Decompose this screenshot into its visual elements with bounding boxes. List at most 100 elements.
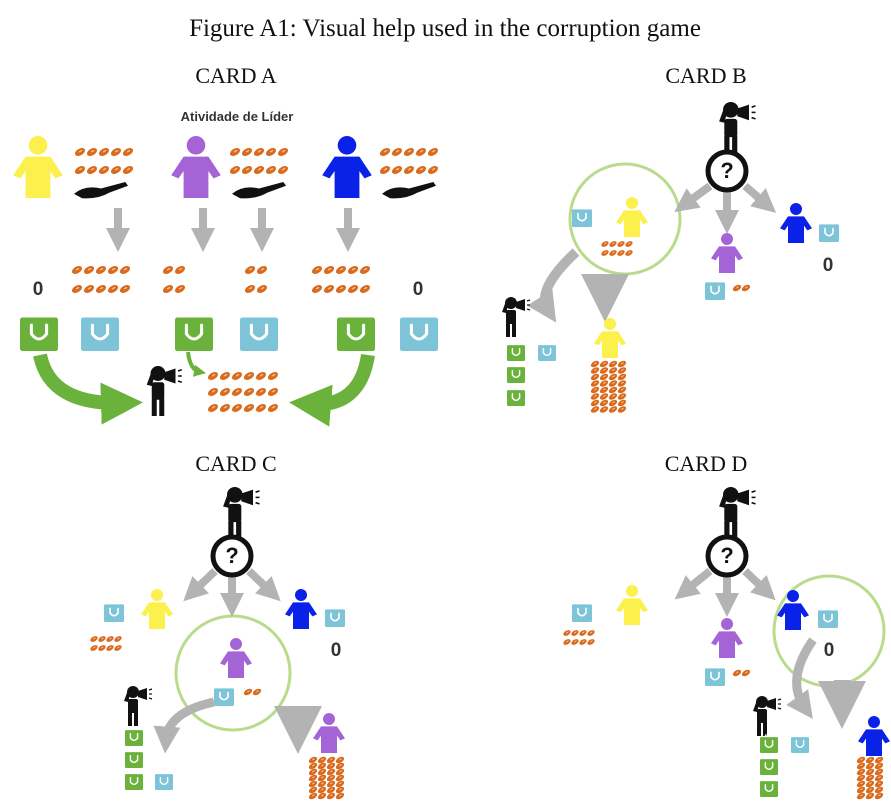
bean-icon [874,756,884,764]
bean-icon [253,148,265,156]
bag-icon [760,778,778,797]
bean-icon [865,756,875,764]
bean-icon [599,367,609,374]
bean-icon [326,762,336,770]
bean-icon [617,386,627,394]
bean-icon [326,756,336,764]
bean-icon [732,669,742,677]
arrow-icon [742,182,777,213]
bag-icon [104,601,124,622]
bean-icon [617,399,627,407]
bean-icon [110,166,122,174]
bean-icon [741,669,751,677]
card-c-zero: 0 [331,640,342,661]
bean-icon [256,285,268,293]
bean-icon [162,266,174,274]
bean-icon [95,266,107,274]
bean-icon [231,404,243,412]
bean-icon [267,388,279,396]
bean-icon [865,792,875,800]
arrow-icon [33,353,143,425]
bean-icon [874,792,884,800]
bean-icon [617,250,625,256]
bean-icon [317,792,327,800]
bean-icon [590,393,600,400]
bean-icon [265,166,277,174]
person-icon [141,589,173,629]
bean-icon [608,380,618,387]
bean-icon [865,786,875,794]
bean-icon [229,166,241,174]
bean-icon [601,241,609,247]
bean-icon [359,266,371,274]
bean-icon [219,388,231,396]
bean-icon [856,792,866,800]
bag-icon [705,665,725,686]
card-a-label: CARD A [195,63,276,88]
bean-icon [326,780,336,788]
bean-icon [311,266,323,274]
card-a-caption: Atividade de Líder [181,109,294,124]
person-icon [711,618,743,658]
bean-icon [308,774,318,782]
bean-icon [71,285,83,293]
bag-icon [155,771,173,790]
bean-icon [317,768,327,776]
bean-icon [579,639,587,645]
bean-icon [856,762,866,770]
bean-icon [98,645,106,651]
question-mark: ? [225,543,238,568]
bag-icon [337,311,375,351]
bean-icon [326,768,336,776]
bean-icon [107,285,119,293]
bean-icon [347,266,359,274]
bean-icon [243,404,255,412]
bean-icon [74,148,86,156]
bean-icon [590,373,600,381]
bean-icon [599,360,609,368]
bean-icon [379,166,391,174]
bean-icon [106,645,114,651]
bean-icon [617,380,627,387]
bean-icon [308,762,318,770]
bean-icon [308,768,318,776]
arrow-icon [183,568,218,602]
bean-icon [587,630,595,636]
bean-icon [874,774,884,782]
bean-icon [90,636,98,642]
bean-icon [86,166,98,174]
bean-icon [86,148,98,156]
bean-icon [174,266,186,274]
bean-icon [335,756,345,764]
bag-icon [507,342,525,361]
bag-icon [791,734,809,753]
bean-icon [856,774,866,782]
bean-icon [608,360,618,368]
bean-icon [106,636,114,642]
bean-icon [391,148,403,156]
bean-icon [71,266,83,274]
bean-icon [335,285,347,293]
bean-icon [207,388,219,396]
bag-icon [819,221,839,242]
bean-icon [347,285,359,293]
person-icon [780,203,812,243]
bag-icon [705,279,725,300]
bean-icon [323,266,335,274]
bean-icon [590,380,600,387]
question-icon: ? [705,149,749,193]
person-icon [711,233,743,273]
bean-icon [326,792,336,800]
bag-icon [572,206,592,227]
leader-megaphone-icon [719,102,756,154]
card-a-zero-right: 0 [413,279,424,300]
person-icon [13,136,63,198]
leader-megaphone-icon [124,686,153,726]
bean-icon [563,639,571,645]
bean-icon [625,250,633,256]
bean-icon [83,285,95,293]
person-icon [858,716,890,756]
card-a-zero-left: 0 [33,279,44,300]
bean-icon [599,386,609,394]
bean-icon [599,380,609,387]
